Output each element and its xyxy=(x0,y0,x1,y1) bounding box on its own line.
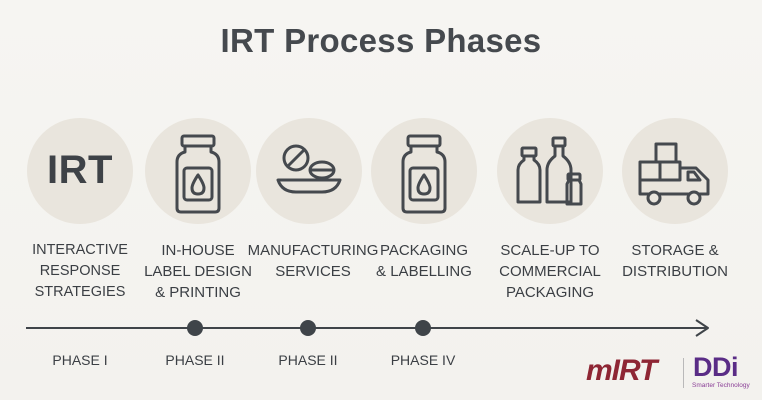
timeline-dot xyxy=(187,320,203,336)
ddi-logo: DDi xyxy=(693,352,739,382)
step-label-scale-up: SCALE-UP TO COMMERCIAL PACKAGING xyxy=(499,242,601,301)
timeline xyxy=(26,319,709,337)
ddi-tagline: Smarter Technology xyxy=(692,382,750,389)
bottles-group-icon xyxy=(516,136,583,206)
bottle-icon xyxy=(175,134,221,214)
bottle-icon xyxy=(401,134,447,214)
delivery-truck-icon xyxy=(638,142,710,206)
timeline-dot xyxy=(300,320,316,336)
phase-label: PHASE II xyxy=(165,352,225,368)
step-circle-irt: IRT xyxy=(27,118,133,224)
phase-label: PHASE I xyxy=(52,352,108,368)
step-circle-scale-up xyxy=(497,118,603,224)
pills-dish-icon xyxy=(276,144,342,194)
step-label-irt: INTERACTIVE RESPONSE STRATEGIES xyxy=(32,242,128,300)
timeline-arrowhead xyxy=(695,319,709,337)
step-label-manufacturing: MANUFACTURING SERVICES xyxy=(247,242,379,280)
step-circle-packaging xyxy=(371,118,477,224)
irt-text-icon: IRT xyxy=(47,148,113,192)
step-label-label-design: IN-HOUSE LABEL DESIGN & PRINTING xyxy=(144,242,252,301)
step-circle-label-design xyxy=(145,118,251,224)
mirt-logo: mIRT xyxy=(586,354,657,387)
step-circle-manufacturing xyxy=(256,118,362,224)
phase-label: PHASE II xyxy=(278,352,338,368)
logo-divider xyxy=(683,358,684,388)
timeline-dot xyxy=(415,320,431,336)
step-label-storage: STORAGE & DISTRIBUTION xyxy=(622,242,728,280)
page-title: IRT Process Phases xyxy=(220,22,542,59)
step-circle-storage xyxy=(622,118,728,224)
phase-label: PHASE IV xyxy=(390,352,456,368)
step-label-packaging: PACKAGING & LABELLING xyxy=(376,242,472,280)
